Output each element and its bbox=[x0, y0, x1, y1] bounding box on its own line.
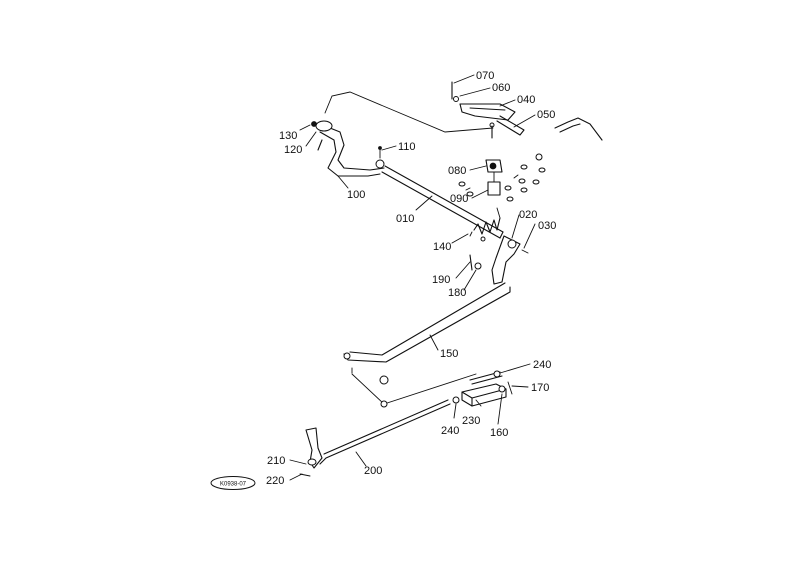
lever-assembly-left bbox=[311, 120, 385, 177]
callout-040: 040 bbox=[517, 94, 535, 106]
spring bbox=[469, 207, 501, 242]
callout-170: 170 bbox=[531, 382, 549, 394]
callout-130: 130 bbox=[279, 130, 297, 142]
callout-080: 080 bbox=[448, 165, 466, 177]
callout-100: 100 bbox=[347, 189, 365, 201]
callout-190: 190 bbox=[432, 274, 450, 286]
callout-030: 030 bbox=[538, 220, 556, 232]
callout-220: 220 bbox=[266, 475, 284, 487]
callout-210: 210 bbox=[267, 455, 285, 467]
callout-050: 050 bbox=[537, 109, 555, 121]
callout-070: 070 bbox=[476, 70, 494, 82]
callout-010: 010 bbox=[396, 213, 414, 225]
callout-240-top: 240 bbox=[533, 359, 551, 371]
callout-020: 020 bbox=[519, 209, 537, 221]
callout-060: 060 bbox=[492, 82, 510, 94]
callout-140: 140 bbox=[433, 241, 451, 253]
arm-assembly bbox=[469, 235, 529, 285]
callout-200: 200 bbox=[364, 465, 382, 477]
callouts: 070 060 040 050 130 120 110 100 080 090 … bbox=[266, 70, 556, 487]
callout-090: 090 bbox=[450, 193, 468, 205]
callout-230: 230 bbox=[462, 415, 480, 427]
callout-240-bottom: 240 bbox=[441, 425, 459, 437]
callout-180: 180 bbox=[448, 287, 466, 299]
rod-150 bbox=[343, 282, 511, 385]
lower-bracket-assembly bbox=[452, 370, 513, 407]
cross-shaft bbox=[381, 165, 504, 239]
callout-150: 150 bbox=[440, 348, 458, 360]
leader-lines bbox=[289, 74, 536, 481]
drawing-code-badge: K0938-07 bbox=[210, 476, 256, 490]
drawing-code: K0938-07 bbox=[220, 482, 247, 488]
callout-110: 110 bbox=[398, 141, 416, 153]
callout-160: 160 bbox=[490, 427, 508, 439]
callout-120: 120 bbox=[284, 144, 302, 156]
pedal-bracket-assembly bbox=[451, 81, 603, 202]
reference-line-top bbox=[324, 91, 494, 133]
rod-200-pedal bbox=[299, 399, 451, 477]
joint-nut bbox=[380, 400, 388, 408]
